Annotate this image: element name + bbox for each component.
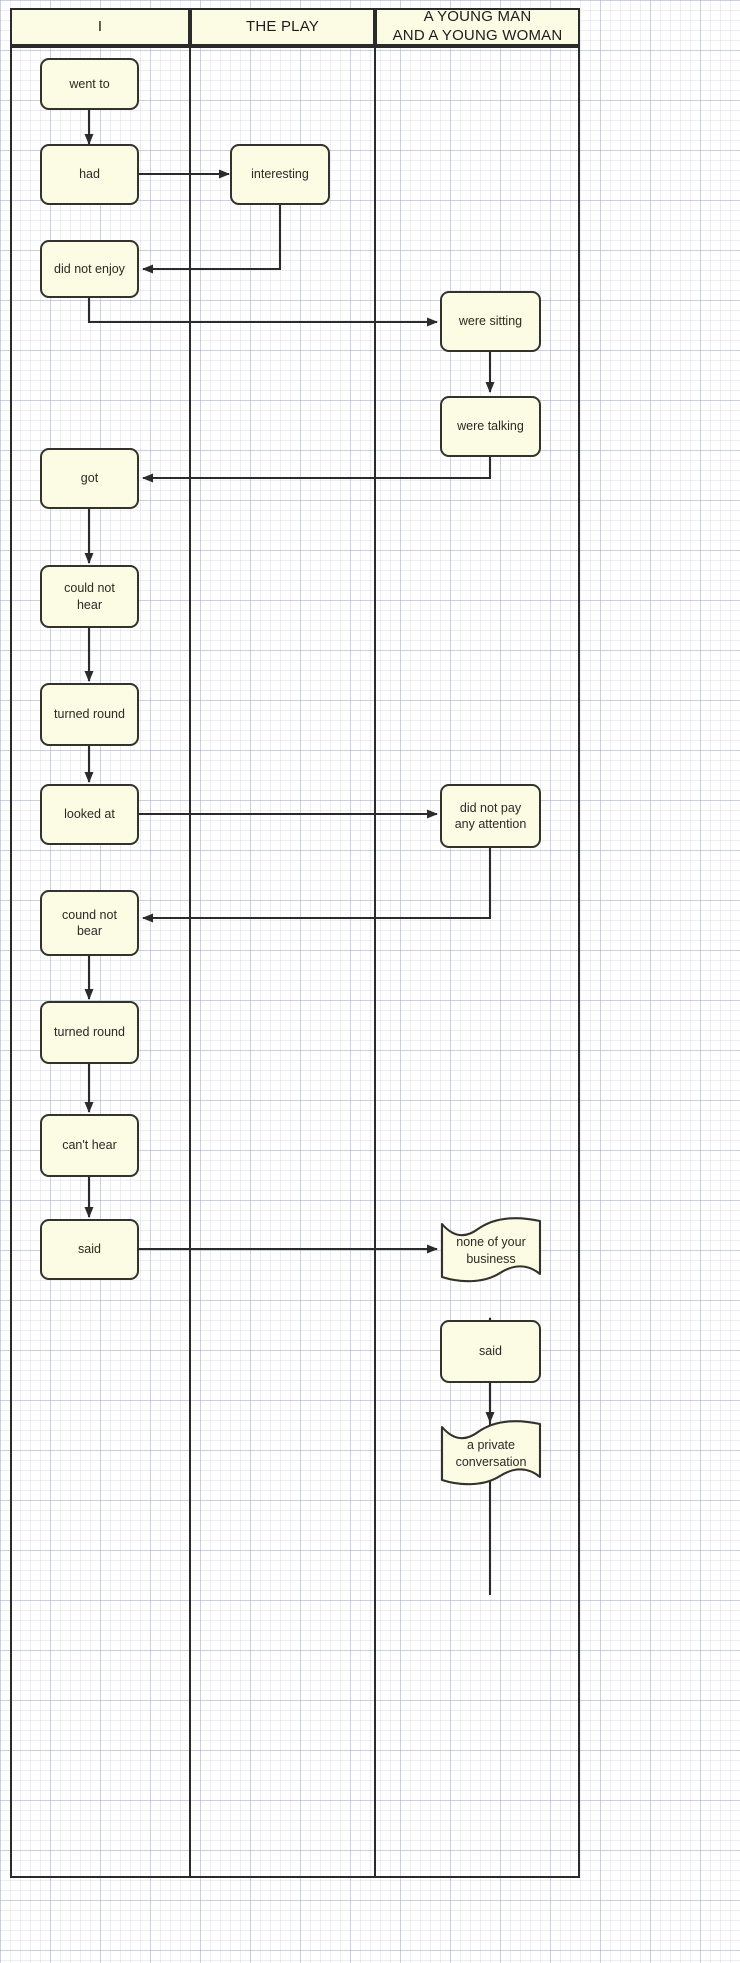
- node-could-not-hear[interactable]: could not hear: [40, 565, 139, 628]
- node-were-sitting[interactable]: were sitting: [440, 291, 541, 352]
- node-got-label: got: [80, 471, 99, 486]
- lane-header-i: I: [10, 8, 190, 46]
- edge-did-not-pay--cound-not-bear: [142, 848, 492, 923]
- node-had-label: had: [79, 167, 100, 182]
- node-said-2[interactable]: said: [440, 1320, 541, 1383]
- node-cant-hear-label: can't hear: [62, 1138, 117, 1153]
- lane-header-play: THE PLAY: [190, 8, 375, 46]
- node-were-talking-label: were talking: [457, 419, 524, 434]
- node-looked-at[interactable]: looked at: [40, 784, 139, 845]
- node-said-2-label: said: [479, 1344, 502, 1359]
- edge-interesting--did-not-enjoy: [142, 205, 282, 274]
- node-cound-not-bear-line1: cound not: [62, 907, 117, 922]
- node-did-not-enjoy[interactable]: did not enjoy: [40, 240, 139, 298]
- node-could-not-hear-line1: could not: [64, 581, 115, 596]
- node-did-not-pay-line1: did not pay: [459, 800, 522, 815]
- node-did-not-pay-label: did not pay any attention: [455, 800, 527, 833]
- edge-were-talking--got: [142, 457, 492, 483]
- node-none-of-your-business-line1: none of your: [456, 1235, 526, 1250]
- edge-did-not-enjoy--were-sitting: [87, 298, 438, 327]
- wavy-shape-2: [440, 1420, 542, 1486]
- node-cant-hear[interactable]: can't hear: [40, 1114, 139, 1177]
- node-went-to[interactable]: went to: [40, 58, 139, 110]
- lane-divider-2: [374, 46, 376, 1878]
- node-a-private-conversation-line2: conversation: [455, 1454, 527, 1469]
- lane-header-couple-line2: AND A YOUNG WOMAN: [392, 27, 563, 44]
- node-a-private-conversation-line1: a private: [467, 1438, 515, 1453]
- node-none-of-your-business-label: none of your business: [440, 1216, 542, 1285]
- node-had[interactable]: had: [40, 144, 139, 205]
- node-could-not-hear-line2: hear: [76, 597, 102, 612]
- node-none-of-your-business-line2: business: [466, 1251, 516, 1266]
- lane-header-i-label: I: [97, 17, 103, 35]
- node-cound-not-bear-line2: bear: [76, 924, 102, 938]
- swimlane-body-frame: [10, 46, 580, 1878]
- lane-header-couple-label: A YOUNG MAN AND A YOUNG WOMAN: [393, 8, 563, 46]
- lane-divider-1: [189, 46, 191, 1878]
- lane-header-play-label: THE PLAY: [245, 17, 319, 35]
- node-turned-round-1[interactable]: turned round: [40, 683, 139, 746]
- node-said-1-label: said: [78, 1242, 101, 1257]
- wavy-shape-1: [440, 1217, 542, 1283]
- node-cound-not-bear-label: cound not bear: [62, 907, 117, 940]
- node-said-1[interactable]: said: [40, 1219, 139, 1280]
- node-interesting[interactable]: interesting: [230, 144, 330, 205]
- node-turned-round-2[interactable]: turned round: [40, 1001, 139, 1064]
- node-were-sitting-label: were sitting: [458, 314, 523, 329]
- lane-header-couple: A YOUNG MAN AND A YOUNG WOMAN: [375, 8, 580, 46]
- node-were-talking[interactable]: were talking: [440, 396, 541, 457]
- node-turned-round-2-label: turned round: [54, 1025, 125, 1040]
- node-went-to-label: went to: [69, 76, 110, 91]
- lane-header-couple-line1: A YOUNG MAN: [423, 8, 532, 26]
- node-did-not-pay-any-attention[interactable]: did not pay any attention: [440, 784, 541, 848]
- node-a-private-conversation[interactable]: a private conversation: [440, 1419, 542, 1488]
- node-none-of-your-business[interactable]: none of your business: [440, 1216, 542, 1285]
- node-a-private-conversation-label: a private conversation: [440, 1419, 542, 1488]
- node-cound-not-bear[interactable]: cound not bear: [40, 890, 139, 956]
- node-did-not-enjoy-label: did not enjoy: [54, 261, 125, 276]
- node-could-not-hear-label: could not hear: [64, 580, 115, 613]
- node-turned-round-1-label: turned round: [54, 707, 125, 722]
- node-did-not-pay-line2: any attention: [454, 817, 527, 831]
- node-got[interactable]: got: [40, 448, 139, 509]
- node-interesting-label: interesting: [251, 167, 309, 182]
- node-looked-at-label: looked at: [64, 807, 115, 822]
